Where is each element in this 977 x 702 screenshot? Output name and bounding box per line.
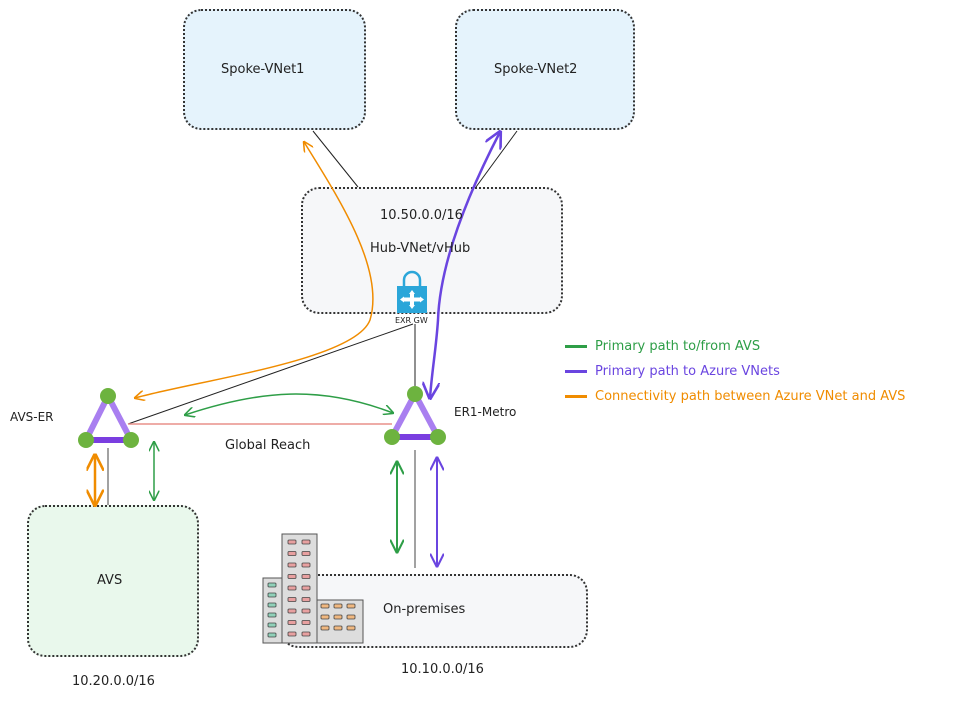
expressroute-gateway-icon xyxy=(397,270,427,313)
building-window xyxy=(301,562,311,568)
avs-er-router-icon xyxy=(78,388,139,448)
building-window xyxy=(301,551,311,556)
onprem-cidr-label: 10.10.0.0/16 xyxy=(401,662,484,677)
spoke-vnet1-label: Spoke-VNet1 xyxy=(221,62,305,77)
avs-label: AVS xyxy=(97,573,123,588)
hub-label: Hub-VNet/vHub xyxy=(370,241,471,256)
building-window xyxy=(267,632,277,638)
legend-item-avs-path: Primary path to/from AVS xyxy=(565,339,760,354)
building-window xyxy=(333,614,343,620)
avs-er-label: AVS-ER xyxy=(10,410,54,424)
avs-cidr-label: 10.20.0.0/16 xyxy=(72,674,155,689)
building-window xyxy=(267,582,277,588)
building-window xyxy=(287,608,297,614)
building-window xyxy=(301,608,311,614)
building-window xyxy=(301,585,311,591)
orange-path-hub-avs xyxy=(135,142,374,398)
legend-swatch xyxy=(565,370,587,373)
legend-label: Primary path to Azure VNets xyxy=(595,364,780,379)
building-window xyxy=(287,585,297,591)
building-window xyxy=(346,614,356,620)
building-window xyxy=(267,592,277,598)
building-window xyxy=(301,574,311,579)
legend-swatch xyxy=(565,345,587,348)
building-window xyxy=(287,631,297,637)
building-window xyxy=(287,539,297,545)
onprem-label: On-premises xyxy=(383,602,466,617)
legend-label: Connectivity path between Azure VNet and… xyxy=(595,389,906,404)
global-reach-label: Global Reach xyxy=(225,438,311,453)
spoke-vnet2-label: Spoke-VNet2 xyxy=(494,62,578,77)
spoke-vnet2-box[interactable] xyxy=(455,9,635,130)
building-window xyxy=(267,612,277,618)
building-window xyxy=(320,603,330,609)
building-window xyxy=(320,614,330,620)
building-window xyxy=(267,602,277,608)
building-window xyxy=(287,551,297,556)
building-window xyxy=(287,562,297,568)
er1-metro-router-icon xyxy=(384,386,446,445)
building-window xyxy=(287,574,297,579)
legend-item-vnet-path: Primary path to Azure VNets xyxy=(565,364,780,379)
avs-box[interactable] xyxy=(27,505,199,657)
building-window xyxy=(287,620,297,625)
building-window xyxy=(346,625,356,631)
link-spoke1-hub xyxy=(312,130,359,188)
legend-label: Primary path to/from AVS xyxy=(595,339,761,354)
spoke-vnet1-box[interactable] xyxy=(183,9,366,130)
hub-cidr-label: 10.50.0.0/16 xyxy=(380,208,463,223)
building-window xyxy=(333,603,343,609)
legend-item-connectivity-path: Connectivity path between Azure VNet and… xyxy=(565,389,905,404)
building-window xyxy=(301,597,311,602)
building-window xyxy=(333,625,343,631)
building-window xyxy=(320,625,330,631)
exr-gw-label: EXR GW xyxy=(395,316,428,325)
link-gw-avser xyxy=(127,323,414,425)
er1-metro-label: ER1-Metro xyxy=(454,405,517,419)
green-path-avser-er1 xyxy=(185,393,393,415)
building-window xyxy=(301,620,311,625)
purple-path-spoke2-er1 xyxy=(430,132,500,398)
building-window xyxy=(301,631,311,637)
building-window xyxy=(301,539,311,545)
building-window xyxy=(346,603,356,609)
building-window xyxy=(267,622,277,628)
legend-swatch xyxy=(565,395,587,398)
building-window xyxy=(287,597,297,602)
